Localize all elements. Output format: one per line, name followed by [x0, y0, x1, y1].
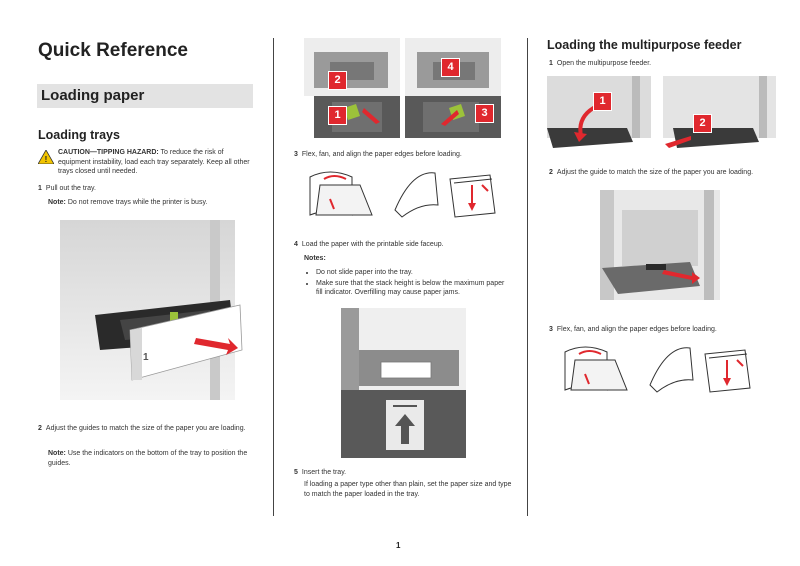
guide-adjust-illustration-b: 4 3	[405, 38, 501, 138]
step-number: 3	[549, 326, 553, 333]
caution-text: CAUTION—TIPPING HAZARD: To reduce the ri…	[58, 148, 258, 177]
step-number: 3	[294, 151, 298, 158]
svg-text:!: !	[45, 155, 48, 164]
note-text: Do not remove trays while the printer is…	[65, 199, 208, 206]
step-5-detail: If loading a paper type other than plain…	[304, 481, 512, 498]
step-text: Adjust the guides to match the size of t…	[45, 425, 246, 432]
section-title: Loading paper	[41, 87, 145, 104]
note-text: Use the indicators on the bottom of the …	[48, 450, 248, 467]
step-badge: 1	[593, 92, 612, 111]
step-text: Flex, fan, and align the paper edges bef…	[556, 326, 717, 333]
step-badge: 2	[693, 114, 712, 133]
step-badge: 2	[328, 71, 347, 90]
caution-label: CAUTION—TIPPING HAZARD:	[58, 149, 159, 156]
tray-note-1: Note: Do not remove trays while the prin…	[48, 198, 258, 208]
step-badge: 1	[328, 106, 347, 125]
step-badge: 3	[475, 104, 494, 123]
note-label: Note:	[48, 450, 66, 457]
step-number: 5	[294, 469, 298, 476]
list-item: Do not slide paper into the tray.	[316, 268, 511, 278]
mp-feeder-heading: Loading the multipurpose feeder	[547, 38, 742, 52]
step-text: Load the paper with the printable side f…	[301, 241, 444, 248]
step-badge: 4	[441, 58, 460, 77]
open-feeder-illustration-b: 2	[663, 76, 776, 158]
tray-pullout-illustration	[60, 220, 250, 410]
notes-label: Notes:	[304, 254, 326, 264]
step-text: Adjust the guide to match the size of th…	[556, 169, 754, 176]
step-text: Open the multipurpose feeder.	[556, 60, 652, 67]
list-item: Make sure that the stack height is below…	[316, 279, 511, 298]
step-number: 2	[549, 169, 553, 176]
step-text: Flex, fan, and align the paper edges bef…	[301, 151, 462, 158]
step-number: 2	[38, 425, 42, 432]
notes-heading: Notes:	[304, 255, 326, 262]
page-title: Quick Reference	[38, 40, 188, 61]
step-number: 4	[294, 241, 298, 248]
flex-fan-align-illustration	[300, 165, 505, 225]
step-text: Pull out the tray.	[45, 185, 96, 192]
loading-trays-heading: Loading trays	[38, 128, 120, 142]
section-band: Loading paper	[37, 84, 253, 108]
column-divider-right	[527, 38, 528, 516]
open-feeder-illustration-a: 1	[547, 76, 651, 158]
tray-note-2: Note: Use the indicators on the bottom o…	[48, 449, 258, 468]
warning-icon: !	[37, 149, 55, 165]
mp-flex-fan-align-illustration	[555, 340, 760, 400]
caution-body: To reduce the risk of equipment instabil…	[58, 149, 250, 175]
notes-list: Do not slide paper into the tray. Make s…	[306, 267, 511, 299]
note-label: Note:	[48, 199, 66, 206]
column-divider-left	[273, 38, 274, 516]
step-number: 1	[38, 185, 42, 192]
page-number: 1	[396, 541, 401, 550]
step-text: Insert the tray.	[301, 469, 347, 476]
feeder-guide-illustration	[600, 190, 720, 310]
step-number: 1	[549, 60, 553, 67]
guide-adjust-illustration-a: 2 1	[304, 38, 400, 138]
load-paper-illustration	[341, 308, 466, 458]
tray-number-label: 1	[143, 352, 149, 363]
